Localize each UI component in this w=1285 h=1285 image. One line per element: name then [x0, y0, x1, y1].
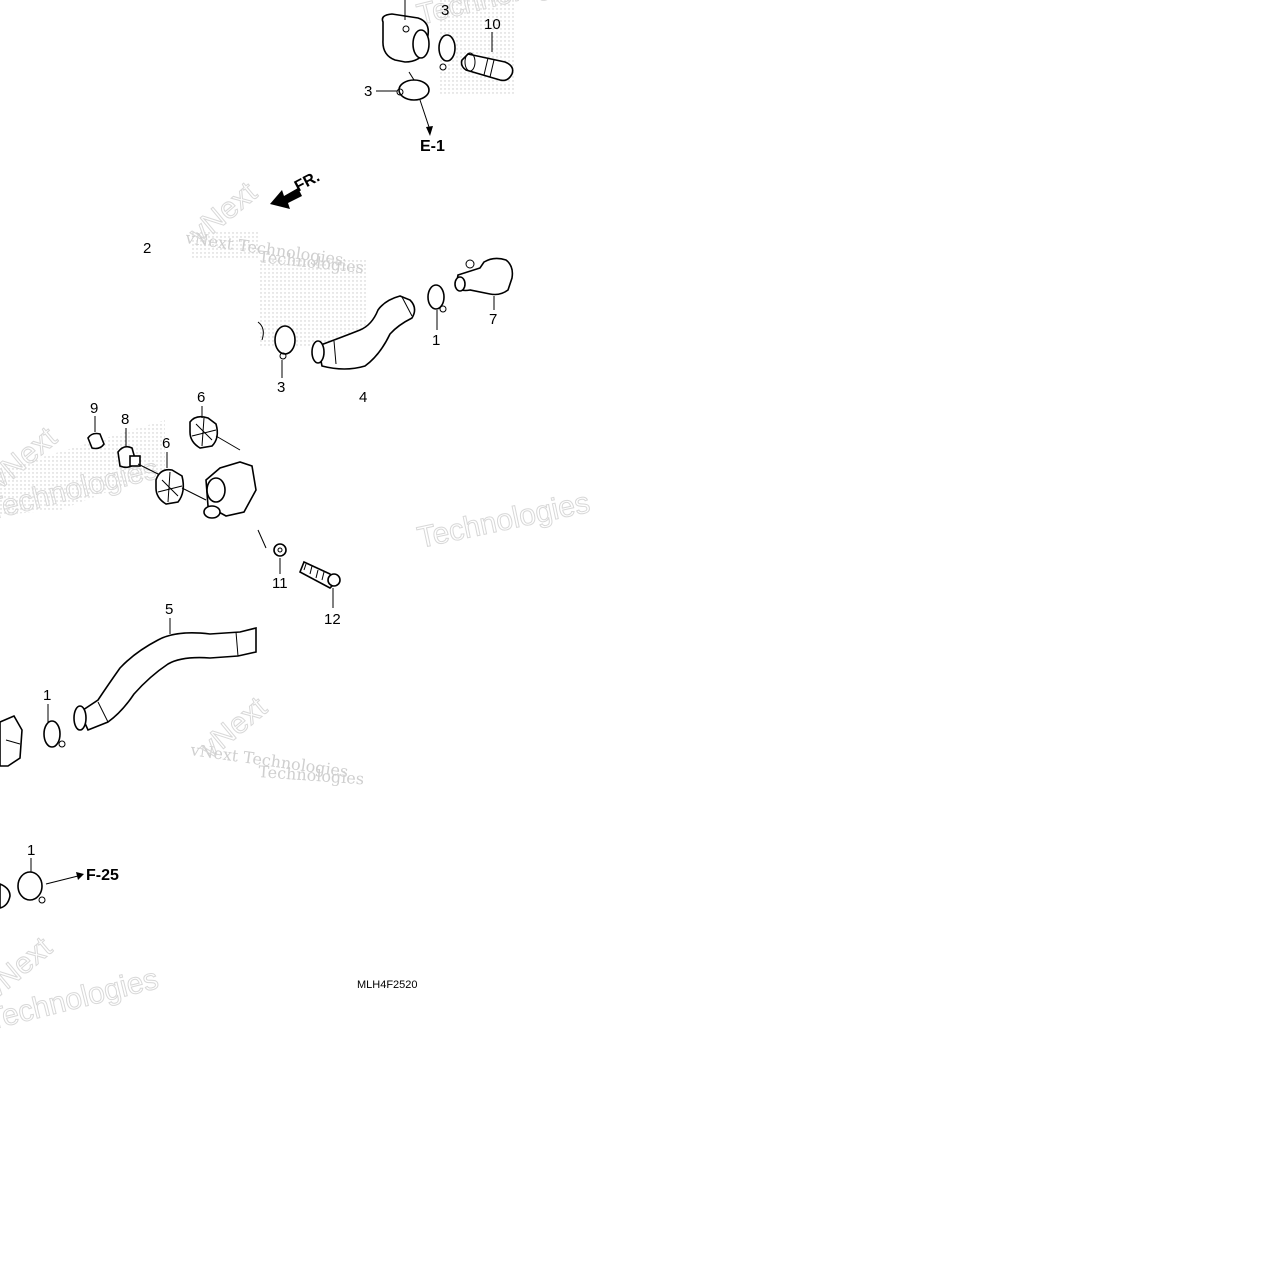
watermark-patches: [0, 0, 515, 515]
callout-1: 1: [432, 332, 440, 349]
hose-5-assembly: [0, 618, 257, 767]
mount-assembly: [87, 406, 257, 519]
callout-8: 8: [121, 411, 129, 428]
callout-11: 11: [272, 575, 288, 592]
callout-3: 3: [364, 83, 372, 100]
callout-12: 12: [324, 611, 341, 628]
callout-3: 3: [277, 379, 285, 396]
callout-1: 1: [27, 842, 35, 859]
callout-4: 4: [359, 389, 367, 406]
callout-2: 2: [143, 240, 151, 257]
hose-4-assembly: [257, 257, 514, 378]
callout-7: 7: [489, 311, 497, 328]
callout-6: 6: [197, 389, 205, 406]
bolt-assembly: [257, 529, 341, 608]
callout-5: 5: [165, 601, 173, 618]
references: E-1 F-25 MLH4F2520: [86, 138, 445, 991]
front-direction-arrow: FR.: [270, 168, 323, 209]
callout-6: 6: [162, 435, 170, 452]
callout-9: 9: [90, 400, 98, 417]
watermark-text: Technologies: [415, 486, 593, 555]
callout-1: 1: [43, 687, 51, 704]
callout-10: 10: [484, 16, 501, 33]
top-assembly: [376, 0, 514, 136]
callouts: 3 10 3 2 7 1 3 4 9 6 8 6 11 12 5 1 1: [27, 2, 501, 859]
callout-3: 3: [441, 2, 449, 19]
reference-e1: E-1: [420, 138, 445, 155]
bottom-assembly: [0, 858, 84, 909]
reference-f25: F-25: [86, 867, 119, 884]
diagram-code: MLH4F2520: [357, 979, 418, 991]
